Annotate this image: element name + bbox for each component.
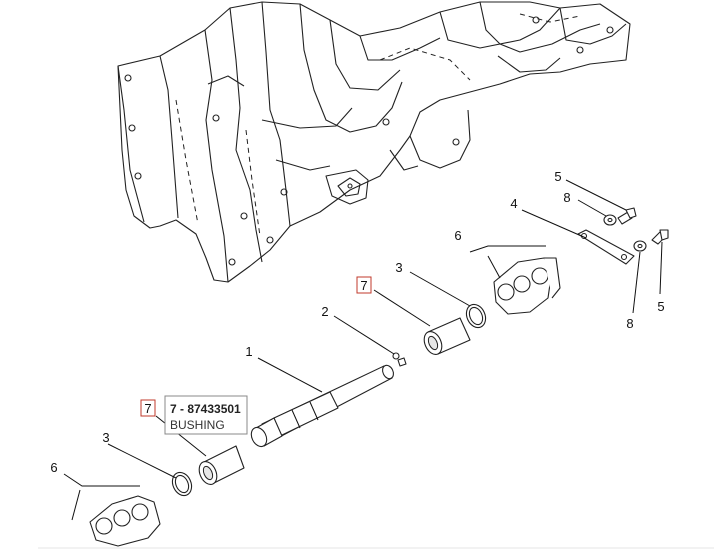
callout-8-right[interactable]: 8	[626, 316, 633, 331]
callout-6-upper[interactable]: 6	[454, 228, 461, 243]
callout-7-upper[interactable]: 7	[360, 278, 367, 293]
tooltip-subtitle: BUSHING	[170, 418, 225, 432]
part-8-washer-right[interactable]	[633, 240, 647, 252]
part-7-bushing-upper[interactable]	[421, 317, 471, 357]
part-4-lock-plate[interactable]	[577, 229, 635, 265]
callout-5-upper[interactable]: 5	[554, 169, 561, 184]
part-6-retainer-plate-lower[interactable]	[89, 495, 161, 547]
callout-3-upper[interactable]: 3	[395, 260, 402, 275]
leader-lines	[63, 179, 663, 521]
part-3-ring-upper[interactable]	[463, 301, 489, 330]
part-7-bushing-lower[interactable]	[196, 445, 245, 487]
part-tooltip: 7 - 87433501 BUSHING	[164, 395, 248, 435]
tooltip-title: 7 - 87433501	[170, 402, 241, 416]
callout-4[interactable]: 4	[510, 196, 517, 211]
callout-6-lower[interactable]: 6	[50, 460, 57, 475]
part-3-ring-lower[interactable]	[169, 469, 195, 498]
part-2-grease-fitting[interactable]	[392, 352, 407, 367]
callout-5-right[interactable]: 5	[657, 299, 664, 314]
axle-housing-frame	[117, 1, 631, 283]
part-5-bolt-right[interactable]	[651, 229, 669, 245]
callout-2[interactable]: 2	[321, 304, 328, 319]
part-8-washer-upper[interactable]	[603, 214, 617, 226]
part-1-pivot-pin[interactable]	[248, 364, 395, 450]
callout-3-lower[interactable]: 3	[102, 430, 109, 445]
callout-7-lower-box[interactable]	[140, 399, 156, 417]
callout-7-lower[interactable]: 7	[144, 401, 151, 416]
part-6-retainer-plate-upper[interactable]	[493, 257, 561, 315]
callout-1[interactable]: 1	[245, 344, 252, 359]
part-5-bolt-upper[interactable]	[617, 207, 637, 225]
callout-labels: 1 2 3 3 4 5 5 6 6 7 7 8 8	[50, 169, 664, 475]
callout-7-upper-box[interactable]	[356, 276, 372, 294]
callout-8-upper[interactable]: 8	[563, 190, 570, 205]
